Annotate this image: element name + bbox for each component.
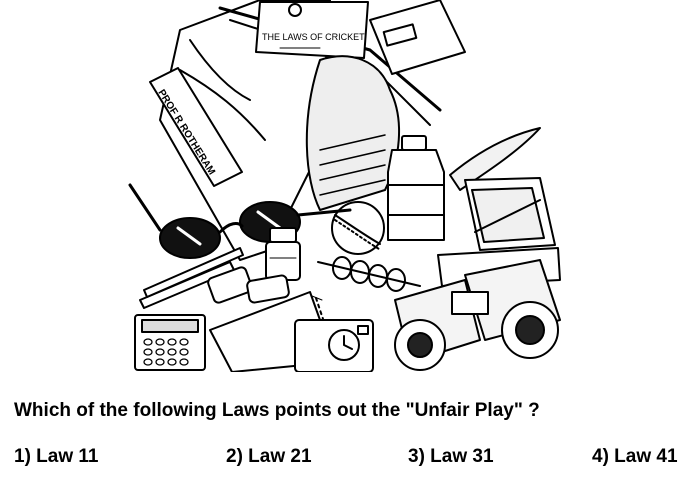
sun-cream-bottle [265,227,301,281]
calculator [134,314,206,371]
glove [305,55,400,211]
water-bottle [387,135,445,241]
book-title: THE LAWS OF CRICKET [262,32,365,42]
option-3[interactable]: 3) Law 31 [408,446,494,467]
bails [317,256,421,292]
laws-of-cricket-book: THE LAWS OF CRICKET [255,1,369,59]
scorecard-paper [369,0,466,75]
option-1[interactable]: 1) Law 11 [14,446,99,467]
question-text: Which of the following Laws points out t… [14,400,540,421]
binoculars [394,259,561,371]
cricket-kit-illustration: PROF R ROTHERAM THE LAWS OF CRICKET [128,0,561,372]
plasters [207,266,290,304]
option-2[interactable]: 2) Law 21 [226,446,312,467]
counter-device [294,319,374,372]
option-4[interactable]: 4) Law 41 [592,446,678,467]
cricket-ball [331,201,385,255]
banana [449,127,541,191]
